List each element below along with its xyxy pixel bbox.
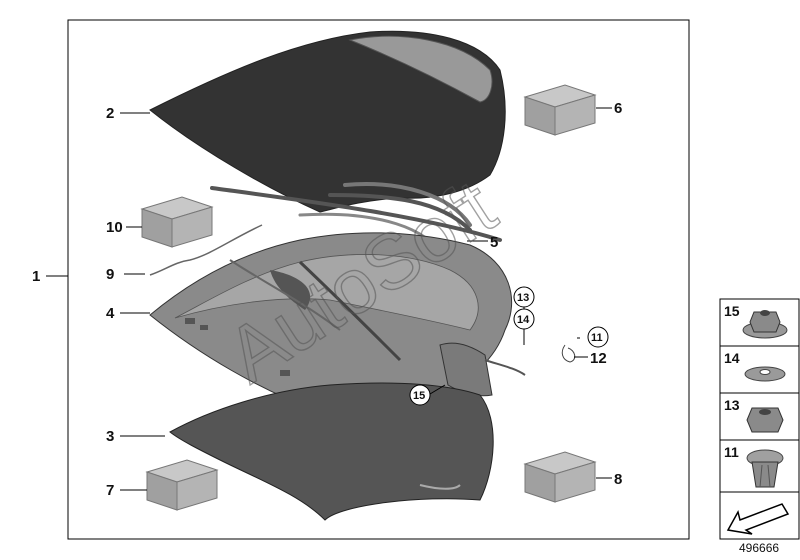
callout-3: 3 (106, 428, 114, 445)
diagram-id: 496666 (739, 541, 780, 555)
main-frame (67, 19, 690, 540)
kit-box-7 (145, 459, 219, 511)
kit-box-10 (140, 196, 214, 248)
callout-9: 9 (106, 266, 114, 283)
callout-6: 6 (614, 100, 622, 117)
callout-5: 5 (490, 234, 498, 251)
svg-text:13: 13 (517, 292, 529, 304)
callout-7: 7 (106, 482, 114, 499)
callout-4: 4 (106, 305, 115, 322)
sidebar-item-11[interactable]: 11 (719, 439, 800, 493)
leader-lines (46, 107, 612, 491)
roof-panel-top (149, 30, 506, 213)
callout-8: 8 (614, 471, 622, 488)
fastener-sidebar: 15 14 13 11 (719, 298, 800, 540)
callout-circle-14: 14 (513, 308, 535, 330)
roof-frame (149, 232, 513, 414)
svg-text:14: 14 (724, 350, 740, 366)
kit-box-6 (523, 84, 597, 136)
callout-10: 10 (106, 219, 123, 236)
callout-2: 2 (106, 105, 114, 122)
callout-1: 1 (32, 268, 40, 285)
svg-text:15: 15 (413, 390, 425, 402)
sidebar-item-13[interactable]: 13 (719, 392, 800, 441)
kit-box-8 (523, 451, 597, 503)
sidebar-item-15[interactable]: 15 (719, 298, 800, 347)
svg-text:15: 15 (724, 303, 740, 319)
svg-text:14: 14 (517, 314, 530, 326)
callout-circle-13: 13 (513, 286, 535, 308)
cable-part (149, 224, 263, 276)
arrow-down-left-icon[interactable] (719, 491, 800, 540)
callout-12: 12 (590, 350, 607, 367)
callout-circle-15: 15 (409, 384, 431, 406)
svg-text:11: 11 (591, 332, 603, 344)
sidebar-item-14[interactable]: 14 (719, 345, 800, 394)
svg-text:13: 13 (724, 397, 740, 413)
svg-text:11: 11 (724, 444, 739, 460)
clip-part (561, 344, 576, 363)
headliner (169, 382, 494, 521)
callout-circle-11: 11 (587, 326, 609, 348)
